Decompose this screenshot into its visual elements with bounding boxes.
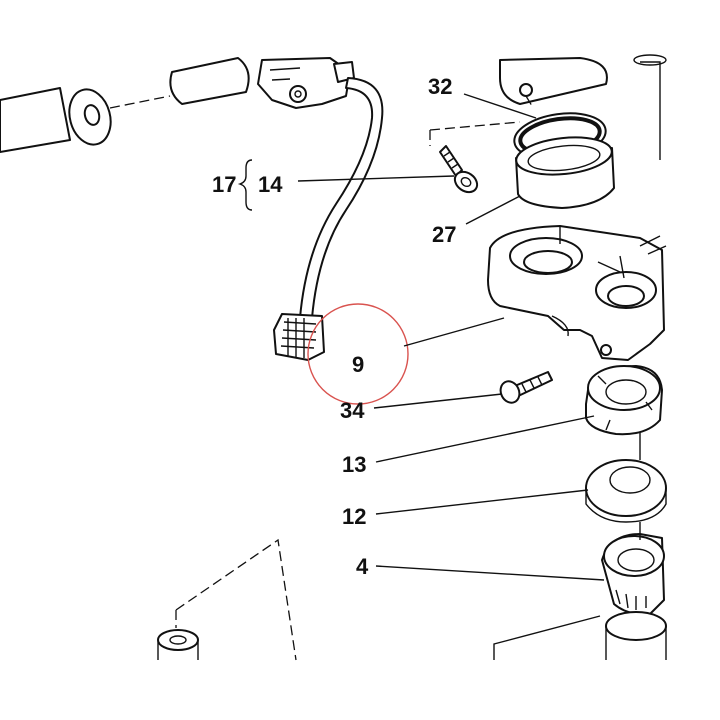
steering-column-lower	[493, 432, 667, 660]
handlebar-grip-part	[0, 57, 250, 153]
part-label-34: 34	[340, 398, 365, 423]
wire-harness	[299, 77, 384, 319]
switch-housing-part	[257, 57, 355, 109]
leader-lines	[297, 93, 605, 581]
dashed-assembly-line	[429, 95, 533, 146]
part-label-12: 12	[342, 504, 366, 529]
part-label-32: 32	[428, 74, 452, 99]
part-label-4: 4	[356, 554, 369, 579]
highlight-circle	[307, 303, 409, 405]
part-label-9: 9	[352, 352, 364, 377]
bearing-part-4	[601, 533, 665, 616]
part-label-13: 13	[342, 452, 366, 477]
screw-part-14	[439, 145, 479, 194]
part-label-17: 17	[212, 172, 236, 197]
standoff-part	[157, 538, 297, 661]
triple-clamp-part-9	[487, 225, 667, 361]
bolt-part-34	[499, 371, 553, 404]
part-label-27: 27	[432, 222, 456, 247]
slotted-nut-part-13	[585, 365, 663, 436]
group-brace	[237, 159, 253, 211]
upper-housing-part	[499, 54, 667, 160]
bushing-part-27	[515, 136, 615, 209]
washer-part-12	[585, 459, 667, 523]
connector-plug-part	[273, 313, 325, 361]
part-label-14: 14	[258, 172, 283, 197]
